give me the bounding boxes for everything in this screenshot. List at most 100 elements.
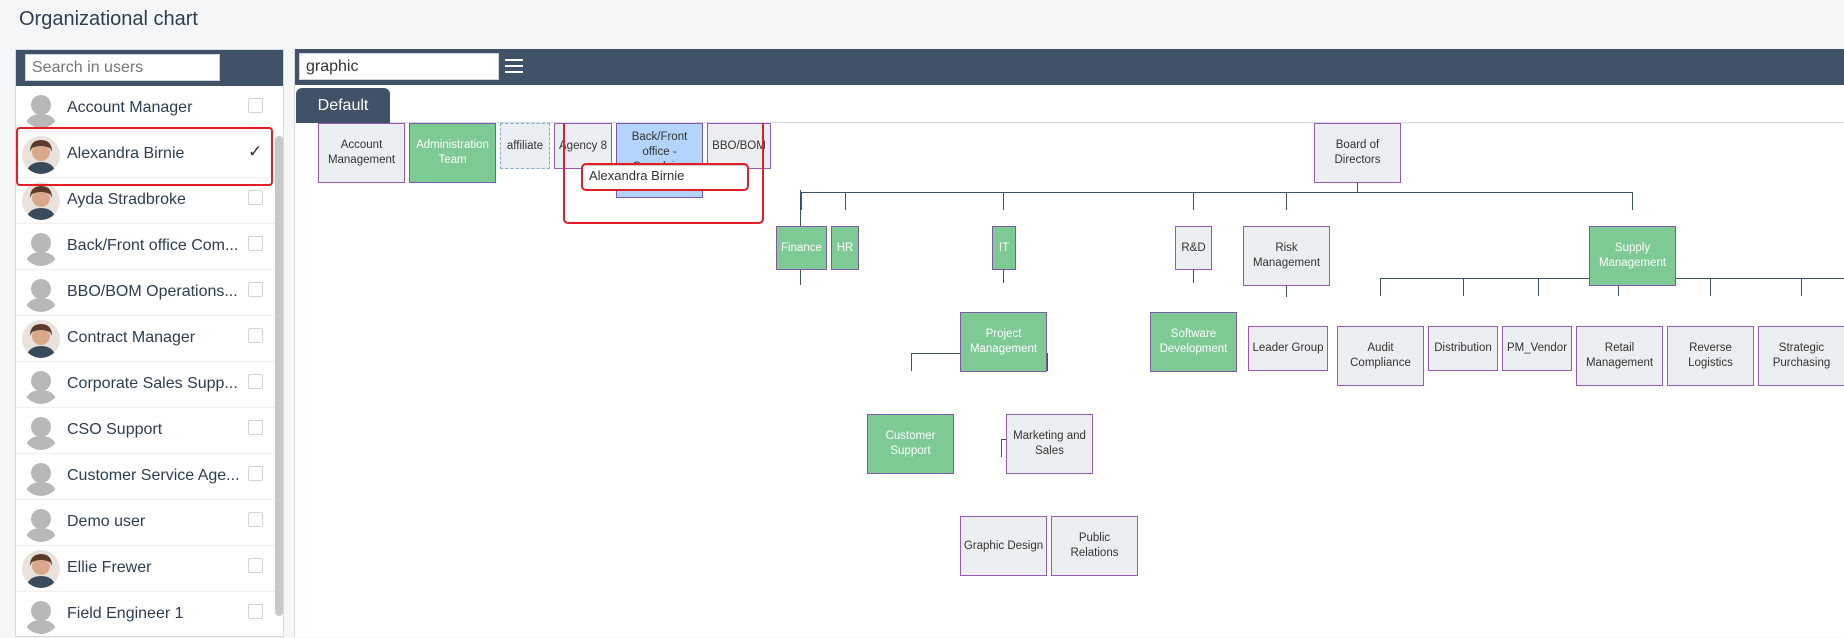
connector-line [845, 192, 846, 210]
user-list-item[interactable]: Account Manager [16, 86, 276, 132]
org-node-risk-management[interactable]: Risk Management [1243, 226, 1330, 286]
user-checkbox[interactable] [248, 282, 263, 297]
user-placeholder-avatar [22, 596, 60, 634]
connector-line [1538, 278, 1539, 296]
hamburger-icon[interactable] [505, 59, 523, 75]
user-photo-avatar [22, 136, 60, 174]
drag-label-highlight [581, 163, 749, 191]
connector-line [1357, 176, 1358, 193]
user-list-item[interactable]: Back/Front office Com... [16, 224, 276, 270]
org-node-software-development[interactable]: Software Development [1150, 312, 1237, 372]
drag-user-label[interactable]: Alexandra Birnie [582, 165, 748, 190]
user-placeholder-avatar [22, 412, 60, 450]
drop-target-highlight [563, 123, 764, 224]
selected-user-highlight [16, 127, 273, 186]
user-list-item[interactable]: Ellie Frewer [16, 546, 276, 592]
user-checkbox[interactable] [248, 558, 263, 573]
connector-line [801, 192, 1633, 193]
user-checkbox[interactable] [248, 604, 263, 619]
connector-line [1003, 192, 1004, 210]
user-photo-avatar [22, 320, 60, 358]
user-checkbox[interactable] [248, 190, 263, 205]
org-node-reverse-logistics[interactable]: Reverse Logistics [1667, 326, 1754, 386]
org-node-retail-management[interactable]: Retail Management [1576, 326, 1663, 386]
user-name: Field Engineer 1 [67, 605, 184, 622]
org-node-customer-support[interactable]: Customer Support [867, 414, 954, 474]
org-node-distribution[interactable]: Distribution [1428, 326, 1498, 371]
user-placeholder-avatar [22, 90, 60, 128]
user-search-input[interactable] [25, 54, 220, 81]
org-node-account-management[interactable]: Account Management [318, 123, 405, 183]
org-node-project-management[interactable]: Project Management [960, 312, 1047, 372]
org-node-administration-team[interactable]: Administration Team [409, 123, 496, 183]
org-node-graphic-design[interactable]: Graphic Design [960, 516, 1047, 576]
user-name: Back/Front office Com... [67, 237, 239, 254]
org-node-board-of-directors[interactable]: Board of Directors [1314, 123, 1401, 183]
user-checkbox[interactable] [248, 512, 263, 527]
user-checkbox[interactable] [248, 420, 263, 435]
user-name: Ayda Stradbroke [67, 191, 186, 208]
main-panel: Default [294, 49, 1844, 637]
user-list-item[interactable]: Alexandra Birnie✓ [16, 132, 276, 178]
user-list-item[interactable]: Customer Service Age... [16, 454, 276, 500]
org-chart: Account Management Administration Team a… [295, 123, 1844, 637]
user-checkbox[interactable] [248, 328, 263, 343]
user-list-item[interactable]: Contract Manager [16, 316, 276, 362]
org-node-hr[interactable]: HR [831, 226, 859, 270]
org-node-finance[interactable]: Finance [776, 226, 827, 270]
user-list-item[interactable]: Demo user [16, 500, 276, 546]
org-node-marketing-and-sales[interactable]: Marketing and Sales [1006, 414, 1093, 474]
connector-line [1001, 439, 1002, 457]
user-name: Demo user [67, 513, 146, 530]
user-name: Customer Service Age... [67, 467, 240, 484]
user-list-item[interactable]: Ayda Stradbroke [16, 178, 276, 224]
user-photo-avatar [22, 182, 60, 220]
user-name: Account Manager [67, 99, 193, 116]
connector-line [1618, 278, 1619, 296]
user-checkbox[interactable] [248, 374, 263, 389]
org-node-it[interactable]: IT [992, 226, 1016, 270]
tab-bar: Default [295, 85, 1844, 123]
checkmark-icon[interactable]: ✓ [248, 142, 263, 161]
org-node-supply-management[interactable]: Supply Management [1589, 226, 1676, 286]
user-placeholder-avatar [22, 458, 60, 496]
user-name: Ellie Frewer [67, 559, 152, 576]
user-list-item[interactable]: BBO/BOM Operations... [16, 270, 276, 316]
org-node-pm-vendor[interactable]: PM_Vendor [1502, 326, 1572, 371]
tab-default[interactable]: Default [296, 88, 390, 123]
user-placeholder-avatar [22, 504, 60, 542]
user-photo-avatar [22, 550, 60, 588]
connector-line [801, 192, 802, 210]
connector-line [1463, 278, 1464, 296]
org-node-rd[interactable]: R&D [1175, 226, 1212, 270]
connector-line [1632, 192, 1633, 210]
user-name: CSO Support [67, 421, 163, 438]
page-title: Organizational chart [19, 8, 198, 30]
user-list-item[interactable]: CSO Support [16, 408, 276, 454]
connector-line [1710, 278, 1711, 296]
chart-search-input[interactable] [299, 53, 499, 80]
org-node-strategic-purchasing[interactable]: Strategic Purchasing [1758, 326, 1844, 386]
user-checkbox[interactable] [248, 236, 263, 251]
user-name: Contract Manager [67, 329, 196, 346]
org-node-affiliate[interactable]: affiliate [500, 123, 550, 169]
user-list-scrollbar[interactable] [275, 136, 283, 616]
chart-toolbar [295, 49, 1844, 85]
user-list-item[interactable]: Field Engineer 1 [16, 592, 276, 638]
connector-line [1286, 192, 1287, 210]
org-node-audit-compliance[interactable]: Audit Compliance [1337, 326, 1424, 386]
user-placeholder-avatar [22, 228, 60, 266]
user-placeholder-avatar [22, 274, 60, 312]
user-name: BBO/BOM Operations... [67, 283, 238, 300]
user-checkbox[interactable] [248, 466, 263, 481]
connector-line [911, 353, 912, 371]
user-list-item[interactable]: Corporate Sales Supp... [16, 362, 276, 408]
connector-line [1801, 278, 1802, 296]
org-node-leader-group[interactable]: Leader Group [1248, 326, 1328, 371]
user-panel-header [16, 50, 283, 86]
user-name: Corporate Sales Supp... [67, 375, 238, 392]
user-checkbox[interactable] [248, 98, 263, 113]
org-node-public-relations[interactable]: Public Relations [1051, 516, 1138, 576]
